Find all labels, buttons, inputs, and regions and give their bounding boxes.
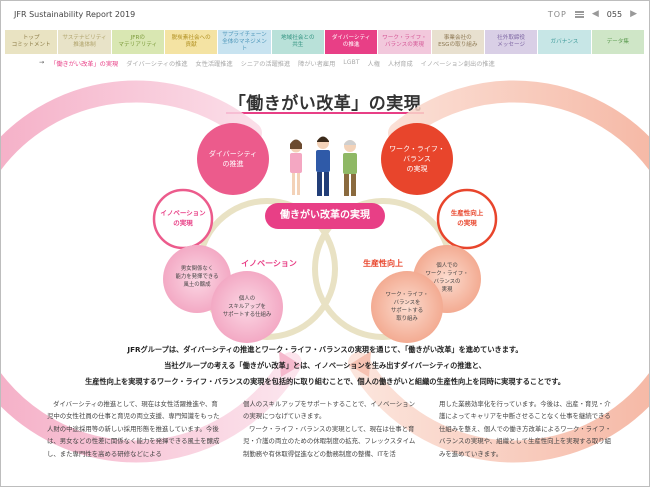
- person-senior-icon: [343, 140, 357, 196]
- lead-line-3: 生産性向上を実現するワーク・ライフ・バランスの実現を包括的に取り組むことで、個人…: [85, 377, 565, 386]
- left-arc-arrowhead-icon: [279, 351, 301, 377]
- wlb-bubble-2-text: ワーク・ライフ・ バランスを サポートする 取り組み: [385, 292, 429, 322]
- top-bar: JFR Sustainability Report 2019 TOP ◀ 055…: [1, 1, 649, 29]
- tab-work-life-balance[interactable]: ワーク・ライフ・ バランスの実現: [378, 30, 431, 54]
- center-banner: [265, 203, 385, 229]
- diversity-label: ダイバーシティ の推進: [208, 150, 258, 168]
- tab-sustainability-system[interactable]: サステナビリティ 推進体制: [58, 30, 111, 54]
- current-arrow-icon: →: [39, 59, 45, 66]
- tab-governance[interactable]: ガバナンス: [538, 30, 591, 54]
- subnav-item[interactable]: 人材育成: [387, 61, 413, 68]
- left-arc: [1, 80, 302, 463]
- diversity-bubble-2: [211, 271, 283, 343]
- subnav-item[interactable]: 障がい者雇用: [298, 61, 336, 68]
- sub-navigation: → 「働きがい改革」の実現 ダイバーシティの推進 女性活躍推進 シニアの活躍推進…: [39, 59, 495, 68]
- diversity-bubble-2-text: 個人の スキルアップを サポートする仕組み: [222, 296, 272, 318]
- body-paragraph: 用した業務効率化を行っています。今後は、出産・育児・介護によってキャリアを中断さ…: [439, 400, 612, 458]
- lead-line-1: JFRグループは、ダイバーシティの推進とワーク・ライフ・バランスの実現を通じて、…: [127, 345, 523, 354]
- body-paragraph: 個人のスキルアップをサポートすることで、イノベーションの実現につなげていきます。: [243, 400, 415, 421]
- tab-data[interactable]: データ集: [591, 30, 644, 54]
- tab-outside-directors[interactable]: 社外取締役 メッセージ: [484, 30, 538, 54]
- page-number: 055: [606, 9, 623, 19]
- tab-community[interactable]: 地域社会との 共生: [271, 30, 324, 54]
- page-heading: 「働きがい改革」の実現: [1, 89, 649, 114]
- subnav-item[interactable]: 女性活躍推進: [195, 61, 233, 68]
- subnav-item[interactable]: 人権: [367, 61, 380, 68]
- lead-line-2: 当社グループの考える「働きがい改革」とは、イノベーションを生み出すダイバーシティ…: [164, 361, 486, 370]
- wlb-circle: [381, 123, 453, 195]
- wlb-bubble-2: [371, 271, 443, 343]
- right-arc-arrowhead-icon: [349, 351, 371, 377]
- tab-esg-initiatives[interactable]: 事業会社の ESGの取り組み: [431, 30, 484, 54]
- center-banner-label: 働きがい改革の実現: [280, 210, 370, 221]
- subnav-item[interactable]: イノベーション創出の推進: [420, 61, 495, 68]
- subnav-item[interactable]: シニアの活躍推進: [240, 61, 291, 68]
- productivity-word: 生産性向上: [363, 259, 403, 268]
- tab-diversity[interactable]: ダイバーシティ の推進: [324, 30, 378, 54]
- report-title: JFR Sustainability Report 2019: [14, 10, 136, 19]
- next-page-arrow-icon[interactable]: ▶: [630, 9, 637, 19]
- subnav-item-current[interactable]: 「働きがい改革」の実現: [50, 61, 119, 68]
- body-paragraph: ダイバーシティの推進として、現在は女性活躍推進や、育児中の女性社員の仕事と育児の…: [47, 400, 220, 458]
- right-arc: [348, 80, 649, 463]
- body-column-1: ダイバーシティの推進として、現在は女性活躍推進や、育児中の女性社員の仕事と育児の…: [47, 398, 223, 460]
- body-column-2: 個人のスキルアップをサポートすることで、イノベーションの実現につなげていきます。…: [243, 398, 419, 460]
- person-woman-icon: [290, 139, 302, 195]
- prev-page-arrow-icon[interactable]: ◀: [591, 9, 599, 19]
- body-paragraph: ワーク・ライフ・バランスの実現として、現在は仕事と育児・介護の両立のための休暇制…: [243, 424, 416, 458]
- tab-supply-chain[interactable]: サプライチェーン 全体のマネジメント: [218, 30, 271, 54]
- innovation-circle-label: イノベーション の実現: [160, 209, 206, 227]
- diversity-circle: [197, 123, 269, 195]
- top-navigation: TOP ◀ 055 ▶: [548, 9, 637, 19]
- innovation-word: イノベーション: [241, 259, 297, 268]
- tab-top-commitment[interactable]: トップ コミットメント: [5, 30, 58, 54]
- productivity-circle-label: 生産性向上 の実現: [450, 209, 484, 227]
- wlb-label: ワーク・ライフ・ バランス の実現: [389, 145, 445, 173]
- subnav-item[interactable]: LGBT: [343, 59, 360, 66]
- tab-materiality[interactable]: JFRの マテリアリティ: [111, 30, 164, 54]
- menu-icon[interactable]: [574, 10, 584, 18]
- person-man-icon: [316, 136, 330, 196]
- diversity-bubble-1-text: 男女関係なく 能力を発揮できる 風土の醸成: [175, 266, 219, 288]
- section-tabs: トップ コミットメント サステナビリティ 推進体制 JFRの マテリアリティ 脱…: [5, 30, 645, 54]
- top-link[interactable]: TOP: [547, 9, 567, 19]
- tab-decarbonization[interactable]: 脱炭素社会への 貢献: [164, 30, 218, 54]
- wlb-bubble-1-text: 個人での ワーク・ライフ・ バランスの 実現: [425, 263, 469, 293]
- innovation-outline-circle: [152, 188, 214, 250]
- productivity-outline-circle: [436, 188, 498, 250]
- subnav-item[interactable]: ダイバーシティの推進: [126, 61, 188, 68]
- body-column-3: 用した業務効率化を行っています。今後は、出産・育児・介護によってキャリアを中断さ…: [439, 398, 615, 460]
